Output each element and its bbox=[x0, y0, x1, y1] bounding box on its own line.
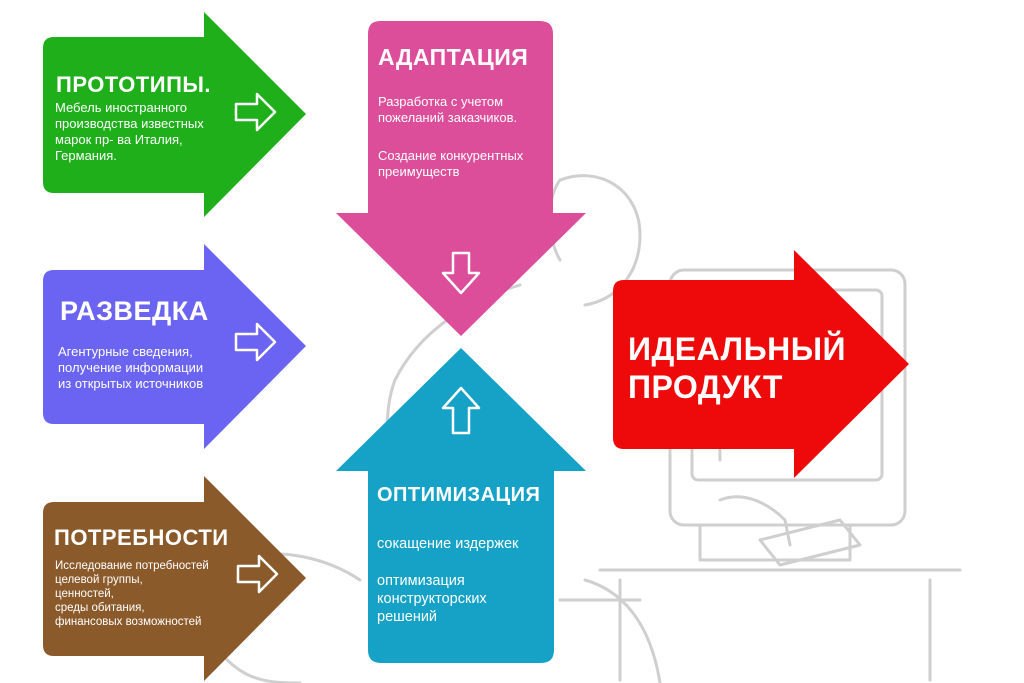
adaptation-line: Разработка с учетом bbox=[378, 94, 504, 109]
needs-line: Исследование потребностей bbox=[55, 560, 209, 572]
adaptation-description-2: Создание конкурентных преимуществ bbox=[378, 148, 523, 180]
recon-line: получение информации bbox=[58, 360, 204, 375]
adaptation-line: преимуществ bbox=[378, 164, 460, 179]
recon-line: Агентурные сведения, bbox=[58, 344, 193, 359]
prototypes-description: Мебель иностранного производства известн… bbox=[55, 100, 204, 164]
adaptation-arrow-shape bbox=[336, 21, 586, 336]
prototypes-line: Германия. bbox=[55, 148, 117, 163]
ideal-product-title: ИДЕАЛЬНЫЙ ПРОДУКТ bbox=[628, 330, 846, 406]
background-sketch bbox=[198, 174, 962, 683]
prototypes-title: ПРОТОТИПЫ. bbox=[56, 72, 212, 97]
arrow-down-outline-icon bbox=[441, 251, 481, 295]
prototypes-arrow-shape bbox=[43, 12, 306, 217]
needs-arrow-shape bbox=[43, 476, 306, 681]
adaptation-line: Создание конкурентных bbox=[378, 148, 524, 163]
needs-description: Исследование потребностей целевой группы… bbox=[55, 559, 209, 629]
ideal-product-line: ПРОДУКТ bbox=[628, 369, 783, 405]
optimization-line: оптимизация bbox=[377, 573, 465, 589]
adaptation-description-1: Разработка с учетом пожеланий заказчиков… bbox=[378, 94, 517, 126]
ideal-product-line: ИДЕАЛЬНЫЙ bbox=[628, 331, 847, 367]
optimization-title: ОПТИМИЗАЦИЯ bbox=[377, 484, 541, 506]
optimization-arrow-shape bbox=[336, 348, 586, 663]
arrow-right-outline-icon bbox=[234, 322, 277, 362]
needs-line: финансовых возможностей bbox=[55, 616, 202, 628]
optimization-description-1: сокащение издержек bbox=[377, 535, 518, 553]
ideal-product-arrow-shape bbox=[613, 250, 909, 478]
optimization-line: сокащение издержек bbox=[377, 536, 519, 552]
arrow-right-outline-icon bbox=[234, 92, 277, 132]
prototypes-line: Мебель иностранного bbox=[55, 100, 187, 115]
optimization-line: конструкторских bbox=[377, 591, 487, 607]
needs-line: среды обитания, bbox=[55, 602, 145, 614]
prototypes-line: производства известных bbox=[55, 116, 204, 131]
recon-arrow-shape bbox=[43, 244, 306, 449]
needs-line: целевой группы, bbox=[55, 574, 143, 586]
optimization-line: решений bbox=[377, 609, 438, 625]
arrow-right-outline-icon bbox=[236, 554, 279, 594]
recon-line: из открытых источников bbox=[58, 376, 204, 391]
needs-title: ПОТРЕБНОСТИ bbox=[54, 525, 229, 550]
optimization-description-2: оптимизация конструкторских решений bbox=[377, 572, 487, 626]
adaptation-line: пожеланий заказчиков. bbox=[378, 110, 518, 125]
recon-title: РАЗВЕДКА bbox=[60, 296, 209, 326]
arrow-up-outline-icon bbox=[441, 386, 481, 435]
recon-description: Агентурные сведения, получение информаци… bbox=[58, 344, 203, 392]
needs-line: ценностей, bbox=[55, 588, 114, 600]
prototypes-line: марок пр- ва Италия, bbox=[55, 132, 183, 147]
adaptation-title: АДАПТАЦИЯ bbox=[378, 44, 529, 70]
